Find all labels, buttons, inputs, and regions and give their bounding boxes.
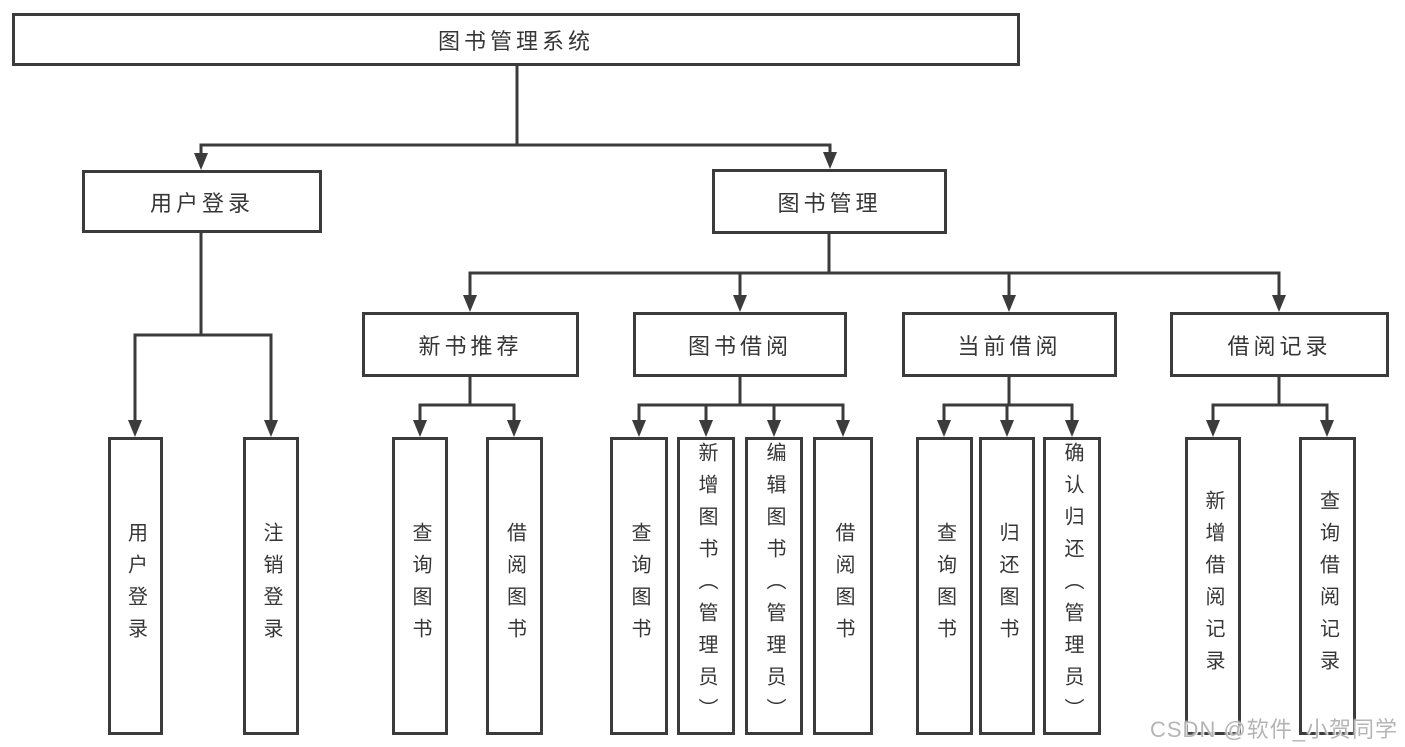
node-current-borrow: 当前借阅 [902, 312, 1117, 377]
leaf-return-books: 归还图书 [979, 437, 1035, 735]
leaf-borrow-books-recommend: 借阅图书 [486, 437, 543, 735]
leaf-label: 查询借阅记录 [1316, 490, 1339, 682]
leaf-label: 用户登录 [124, 522, 147, 650]
leaf-label: 查询图书 [628, 522, 650, 650]
connector-book-mgmt-to-level3 [463, 231, 1286, 312]
leaf-query-books-recommend: 查询图书 [392, 437, 448, 735]
leaf-add-borrow-record: 新增借阅记录 [1185, 437, 1241, 735]
leaf-label: 查询图书 [409, 522, 431, 650]
leaf-label: 借阅图书 [503, 522, 526, 650]
leaf-confirm-return-admin: 确认归还（管理员） [1043, 437, 1101, 735]
leaf-label: 确认归还（管理员） [1061, 442, 1083, 730]
leaf-label: 归还图书 [996, 522, 1018, 650]
leaf-query-books-borrow: 查询图书 [610, 437, 668, 735]
leaf-query-books-current: 查询图书 [916, 437, 973, 735]
leaf-label: 新增图书（管理员） [695, 442, 717, 730]
leaf-label: 新增借阅记录 [1202, 490, 1224, 682]
connector-book-borrow-children [632, 375, 850, 437]
node-book-borrow: 图书借阅 [633, 312, 847, 377]
node-book-management: 图书管理 [712, 169, 947, 234]
connector-new-book-children [413, 375, 521, 437]
connector-current-borrow-children [937, 375, 1079, 437]
leaf-label: 注销登录 [260, 522, 282, 650]
connector-root-to-level2 [194, 64, 837, 170]
connector-borrow-record-children [1206, 375, 1334, 437]
node-root-system: 图书管理系统 [12, 13, 1020, 66]
csdn-watermark: CSDN @软件_小贺同学 [1150, 717, 1399, 742]
leaf-add-books-admin: 新增图书（管理员） [677, 437, 735, 735]
node-user-login: 用户登录 [82, 170, 322, 233]
leaf-label: 借阅图书 [832, 522, 854, 650]
leaf-logout: 注销登录 [243, 437, 299, 735]
leaf-label: 编辑图书（管理员） [763, 442, 785, 730]
leaf-edit-books-admin: 编辑图书（管理员） [745, 437, 803, 735]
leaf-user-login: 用户登录 [108, 437, 163, 735]
connector-user-login-children [128, 230, 278, 437]
node-new-book-recommend: 新书推荐 [362, 312, 579, 377]
node-borrow-record: 借阅记录 [1170, 312, 1389, 377]
leaf-borrow-books: 借阅图书 [813, 437, 873, 735]
leaf-query-borrow-record: 查询借阅记录 [1299, 437, 1356, 735]
leaf-label: 查询图书 [933, 522, 956, 650]
